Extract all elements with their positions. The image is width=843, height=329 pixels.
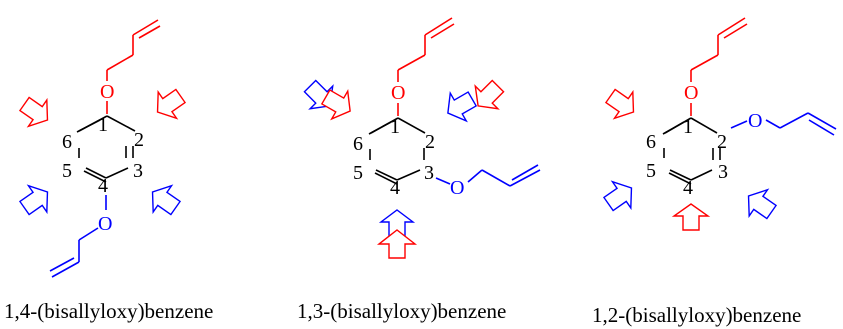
arrow-icon (320, 88, 351, 121)
allyloxy-top (397, 17, 455, 116)
ring-number-3: 3 (424, 162, 434, 184)
arrow-icon (447, 90, 478, 123)
allyloxy-side (730, 112, 837, 136)
ring-number-1: 1 (390, 116, 400, 138)
arrow-icon (602, 180, 633, 212)
arrow-icon (747, 188, 778, 220)
molecule-caption: 1,2-(bisallyloxy)benzene (592, 303, 801, 327)
ring-number-1: 1 (98, 114, 108, 136)
oxygen-atom: O (450, 177, 464, 199)
ring-number-5: 5 (353, 162, 363, 184)
ring-number-6: 6 (646, 131, 656, 153)
arrow-icon (151, 184, 182, 216)
arrow-icon (671, 203, 711, 231)
ring-number-3: 3 (133, 160, 143, 182)
allyloxy-bottom (49, 195, 107, 278)
arrow-icon (18, 96, 49, 128)
oxygen-atom: O (100, 81, 114, 103)
ring-number-6: 6 (62, 131, 72, 153)
oxygen-atom: O (391, 82, 405, 104)
ring-number-4: 4 (98, 175, 108, 197)
oxygen-atom: O (98, 213, 112, 235)
arrow-icon (376, 229, 418, 259)
molecule-para: 1 2 3 4 5 6 O O (4, 19, 213, 323)
benzene-ring (368, 117, 426, 185)
ring-number-5: 5 (62, 160, 72, 182)
ring-number-3: 3 (718, 161, 728, 183)
ring-number-6: 6 (353, 133, 363, 155)
benzene-ring (76, 115, 136, 183)
ring-number-4: 4 (683, 177, 693, 199)
ring-number-1: 1 (683, 116, 693, 138)
arrow-icon (604, 88, 635, 120)
arrow-icon (474, 79, 505, 110)
molecule-ortho: 1 2 3 4 5 6 O O (592, 17, 837, 327)
allyloxy-top (690, 17, 748, 116)
ring-number-4: 4 (390, 177, 400, 199)
molecule-meta: 1 2 3 4 5 6 O O (297, 17, 541, 323)
benzene-ring (662, 117, 721, 185)
arrow-icon (156, 88, 187, 120)
arrow-icon (18, 184, 49, 216)
allyloxy-top (106, 19, 161, 114)
ring-number-2: 2 (425, 131, 435, 153)
ring-number-5: 5 (646, 160, 656, 182)
molecule-caption: 1,4-(bisallyloxy)benzene (4, 299, 213, 323)
molecule-caption: 1,3-(bisallyloxy)benzene (297, 299, 506, 323)
oxygen-atom: O (684, 82, 698, 104)
oxygen-atom: O (748, 110, 762, 132)
ring-number-2: 2 (134, 129, 144, 151)
ring-number-2: 2 (717, 131, 727, 153)
allyloxy-side (435, 164, 541, 187)
